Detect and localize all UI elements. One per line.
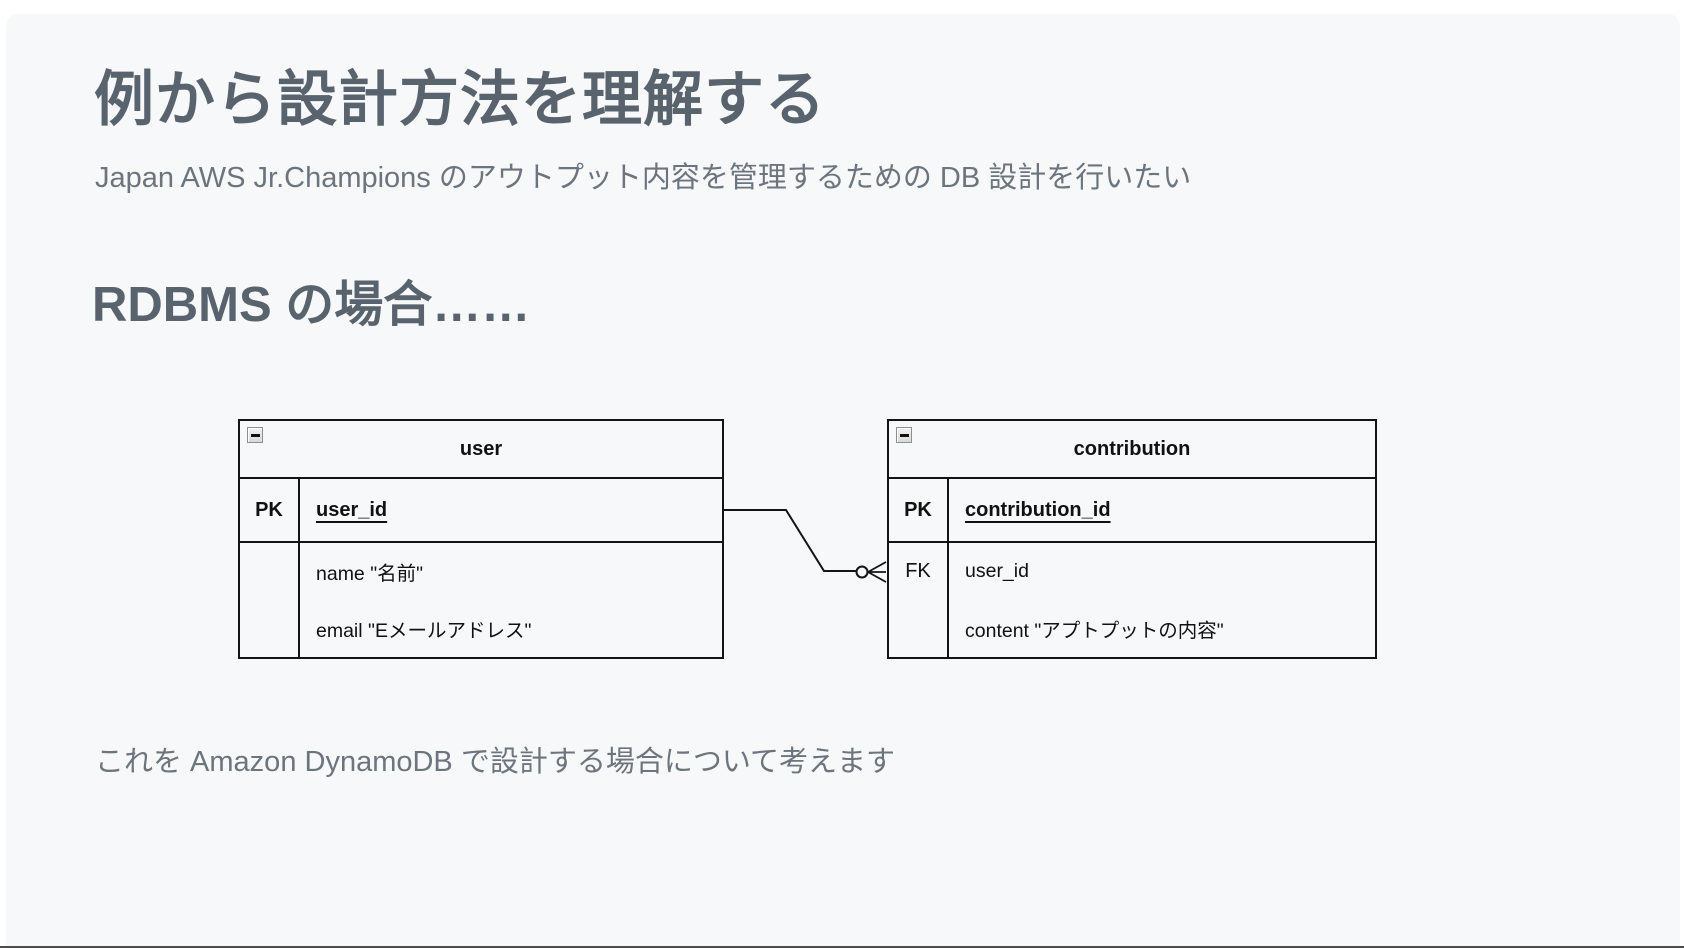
slide-background	[6, 14, 1680, 948]
key-column: FK	[889, 543, 949, 657]
attribute-email: email "Eメールアドレス"	[316, 620, 532, 642]
key-label	[889, 600, 947, 657]
table-header-user: user	[240, 421, 722, 479]
pk-field-cell: user_id	[300, 479, 722, 541]
attribute-name: name "名前"	[316, 563, 424, 585]
table-name: user	[459, 437, 503, 460]
field-column: user_id content "アプトプットの内容"	[949, 543, 1375, 657]
attribute-rows: name "名前" email "Eメールアドレス"	[240, 543, 722, 657]
table-name: contribution	[1073, 437, 1191, 460]
slide-subtitle: Japan AWS Jr.Champions のアウトプット内容を管理するための…	[95, 162, 1192, 194]
field-column: name "名前" email "Eメールアドレス"	[300, 543, 722, 657]
entity-table-user: user PK user_id name "名前" email "Eメールアドレ…	[238, 419, 724, 659]
pk-field: contribution_id	[965, 498, 1111, 521]
footer-note: これを Amazon DynamoDB で設計する場合について考えます	[95, 746, 895, 778]
crow-foot-symbol	[867, 561, 887, 583]
attribute-content: content "アプトプットの内容"	[965, 620, 1224, 642]
pk-label: PK	[240, 479, 300, 541]
pk-field: user_id	[316, 498, 388, 521]
fk-label: FK	[905, 560, 931, 582]
table-header-contribution: contribution	[889, 421, 1375, 479]
collapse-minus-icon	[896, 427, 912, 443]
minus-glyph	[250, 433, 260, 437]
attribute-user-id: user_id	[965, 560, 1029, 582]
pk-row: PK user_id	[240, 479, 722, 543]
collapse-minus-icon	[247, 427, 263, 443]
key-column	[240, 543, 300, 657]
key-label	[240, 543, 298, 600]
attribute-rows: FK user_id content "アプトプットの内容"	[889, 543, 1375, 657]
pk-label: PK	[889, 479, 949, 541]
zero-ring-symbol	[855, 565, 869, 579]
section-heading: RDBMS の場合……	[92, 278, 531, 332]
bottom-edge-line	[0, 946, 1684, 948]
slide-title: 例から設計方法を理解する	[94, 66, 826, 133]
pk-field-cell: contribution_id	[949, 479, 1375, 541]
key-label	[240, 600, 298, 657]
minus-glyph	[899, 433, 909, 437]
connector-line	[724, 509, 856, 572]
pk-row: PK contribution_id	[889, 479, 1375, 543]
entity-table-contribution: contribution PK contribution_id FK user_…	[887, 419, 1377, 659]
